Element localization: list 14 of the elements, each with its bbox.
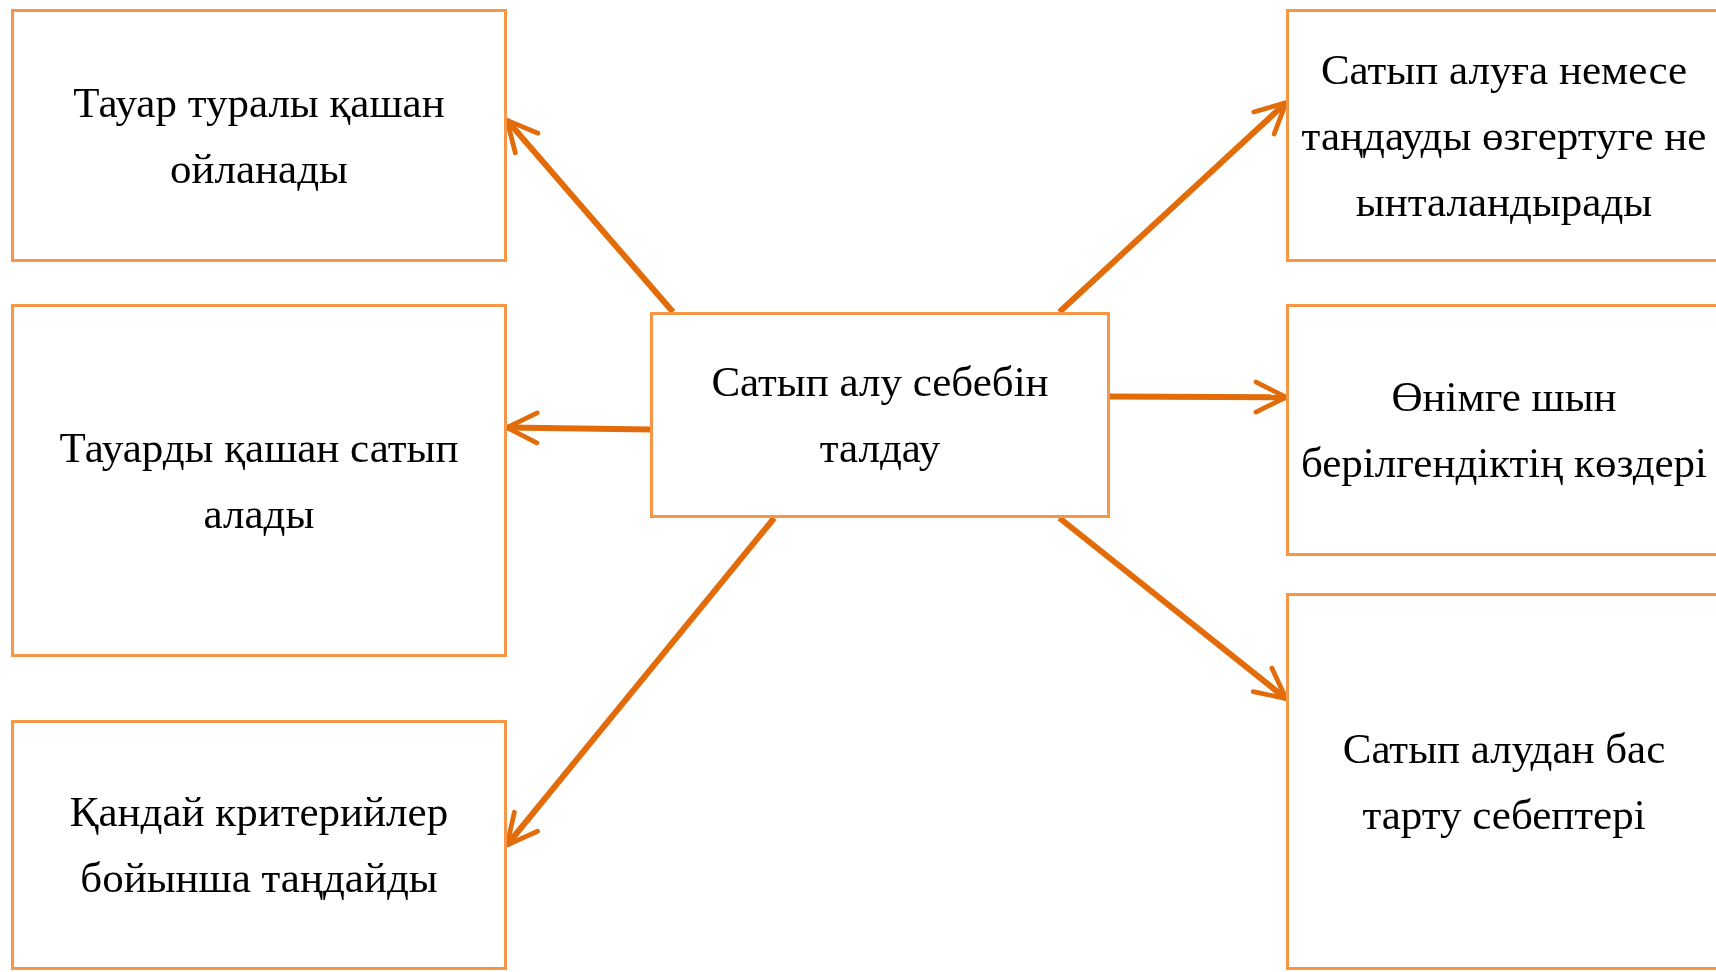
topic-box	[1286, 304, 1716, 556]
topic-box	[1286, 9, 1716, 262]
box-text: Сатып алудан бас тарту себептері	[1341, 723, 1667, 840]
topic-box	[1286, 593, 1716, 970]
central-box	[650, 312, 1110, 518]
topic-box	[11, 9, 507, 262]
topic-box	[11, 304, 507, 657]
box-text: Қандай критерийлер бойынша таңдайды	[68, 787, 450, 903]
box-text: Тауар туралы қашан ойланады	[72, 77, 446, 194]
box-text: Тауарды қашан сатып алады	[58, 422, 460, 539]
box-text: Сатып алу себебін талдау	[710, 357, 1050, 473]
topic-box	[11, 720, 507, 970]
box-text: Өнімге шын берілгендіктің көздері	[1299, 372, 1709, 488]
box-text: Сатып алуға немесе таңдауды өзгертуге не ынталандырады	[1300, 44, 1708, 227]
